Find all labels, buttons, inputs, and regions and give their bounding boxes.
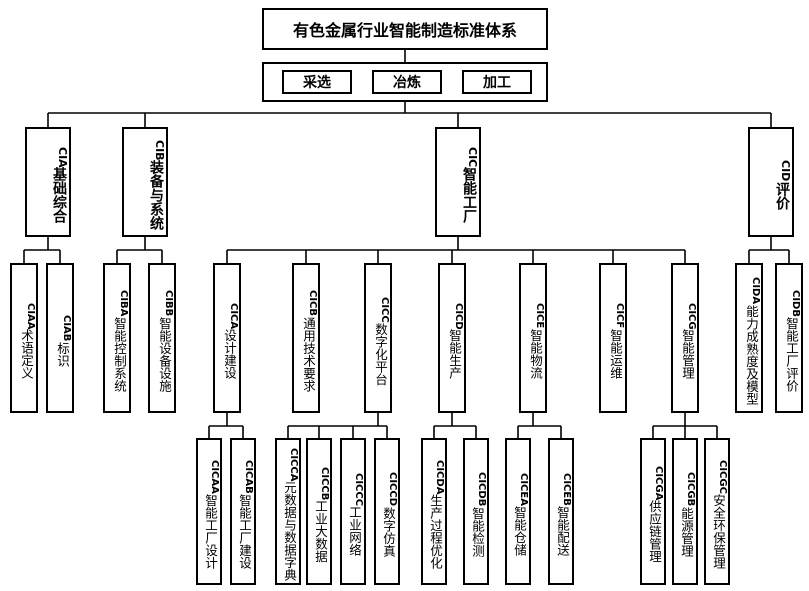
title-text: 有色金属行业智能制造标准体系 <box>292 21 517 40</box>
title-box: 有色金属行业智能制造标准体系 <box>262 8 548 50</box>
process-yelian: 冶炼 <box>372 70 442 94</box>
process-caixuan: 采选 <box>282 70 352 94</box>
process-jiagong: 加工 <box>462 70 532 94</box>
process-band: 采选 冶炼 加工 <box>262 62 548 102</box>
